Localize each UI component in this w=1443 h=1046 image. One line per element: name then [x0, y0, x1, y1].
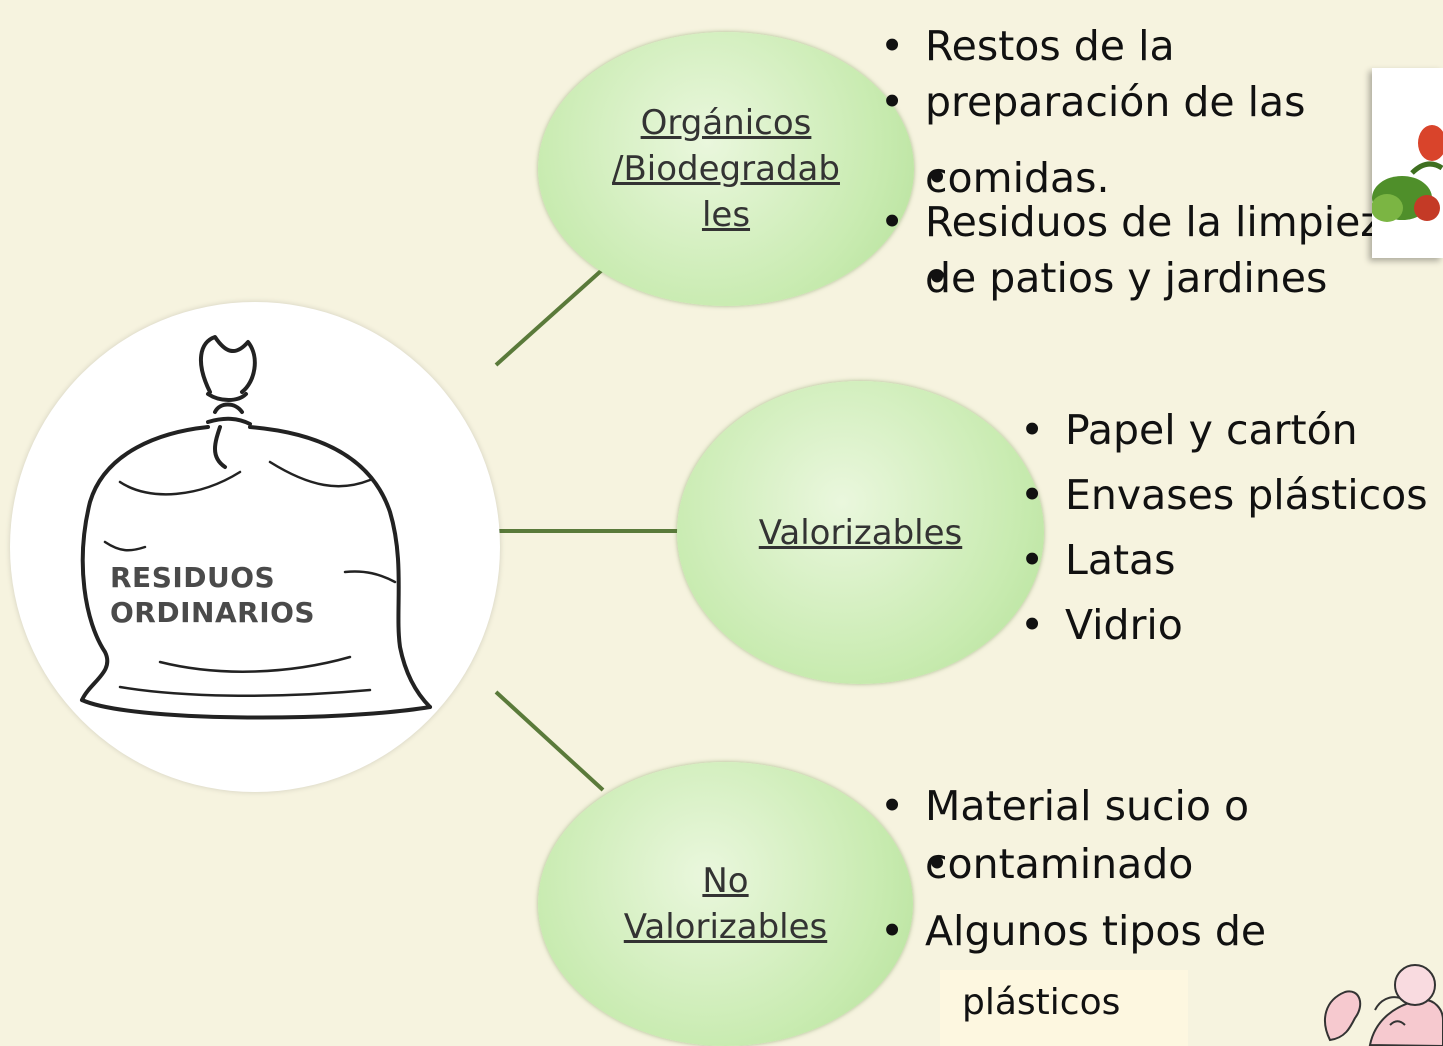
plasticos-text-box: plásticos [940, 970, 1188, 1046]
list-item: Latas [1020, 528, 1428, 593]
list-item: Restos de la [880, 18, 1306, 74]
list-item: preparación de las [880, 74, 1306, 130]
category-organicos: Orgánicos /Biodegradab les [538, 32, 914, 306]
no-valorizables-list: Material sucio o [880, 778, 1249, 839]
list-item: Papel y cartón [1020, 398, 1428, 463]
valorizables-title: Valorizables [758, 512, 963, 553]
list-item: Vidrio [1020, 593, 1428, 658]
garbage-bag-icon [80, 335, 432, 720]
no-valorizables-title-line1: No [702, 861, 749, 901]
list-item: Envases plásticos [1020, 463, 1428, 528]
organicos-title-line3: les [701, 195, 751, 235]
organicos-list: Restos de la preparación de las [880, 18, 1306, 135]
connector-organicos [494, 268, 604, 367]
no-valorizables-list-continued: contaminado [925, 836, 1193, 892]
plasticos-text: plásticos [962, 982, 1121, 1023]
no-valorizables-list-second: Algunos tipos de [880, 903, 1266, 959]
vegetables-image [1371, 68, 1443, 258]
organicos-list-second: Residuos de la limpieza [880, 194, 1407, 250]
organicos-title-line1: Orgánicos [640, 103, 812, 143]
center-label-line2: ORDINARIOS [110, 596, 316, 629]
organicos-list-second-continued: de patios y jardines [925, 250, 1327, 306]
center-node: RESIDUOS ORDINARIOS [10, 302, 500, 792]
category-valorizables: Valorizables [677, 381, 1044, 684]
list-item: Algunos tipos de [880, 903, 1266, 959]
connector-no-valorizables [494, 690, 605, 792]
list-item: Material sucio o [880, 778, 1249, 834]
category-no-valorizables: No Valorizables [538, 762, 913, 1046]
valorizables-list: Papel y cartón Envases plásticos Latas V… [1020, 398, 1428, 658]
center-label-line1: RESIDUOS [110, 561, 276, 594]
list-item: Residuos de la limpieza [880, 194, 1407, 250]
list-item-continuation: contaminado [925, 836, 1193, 892]
no-valorizables-title-line2: Valorizables [623, 907, 828, 947]
list-item-continuation: de patios y jardines [925, 250, 1327, 306]
baby-image [1324, 964, 1443, 1046]
organicos-title-line2: /Biodegradab [612, 149, 840, 189]
center-label: RESIDUOS ORDINARIOS [110, 560, 315, 630]
